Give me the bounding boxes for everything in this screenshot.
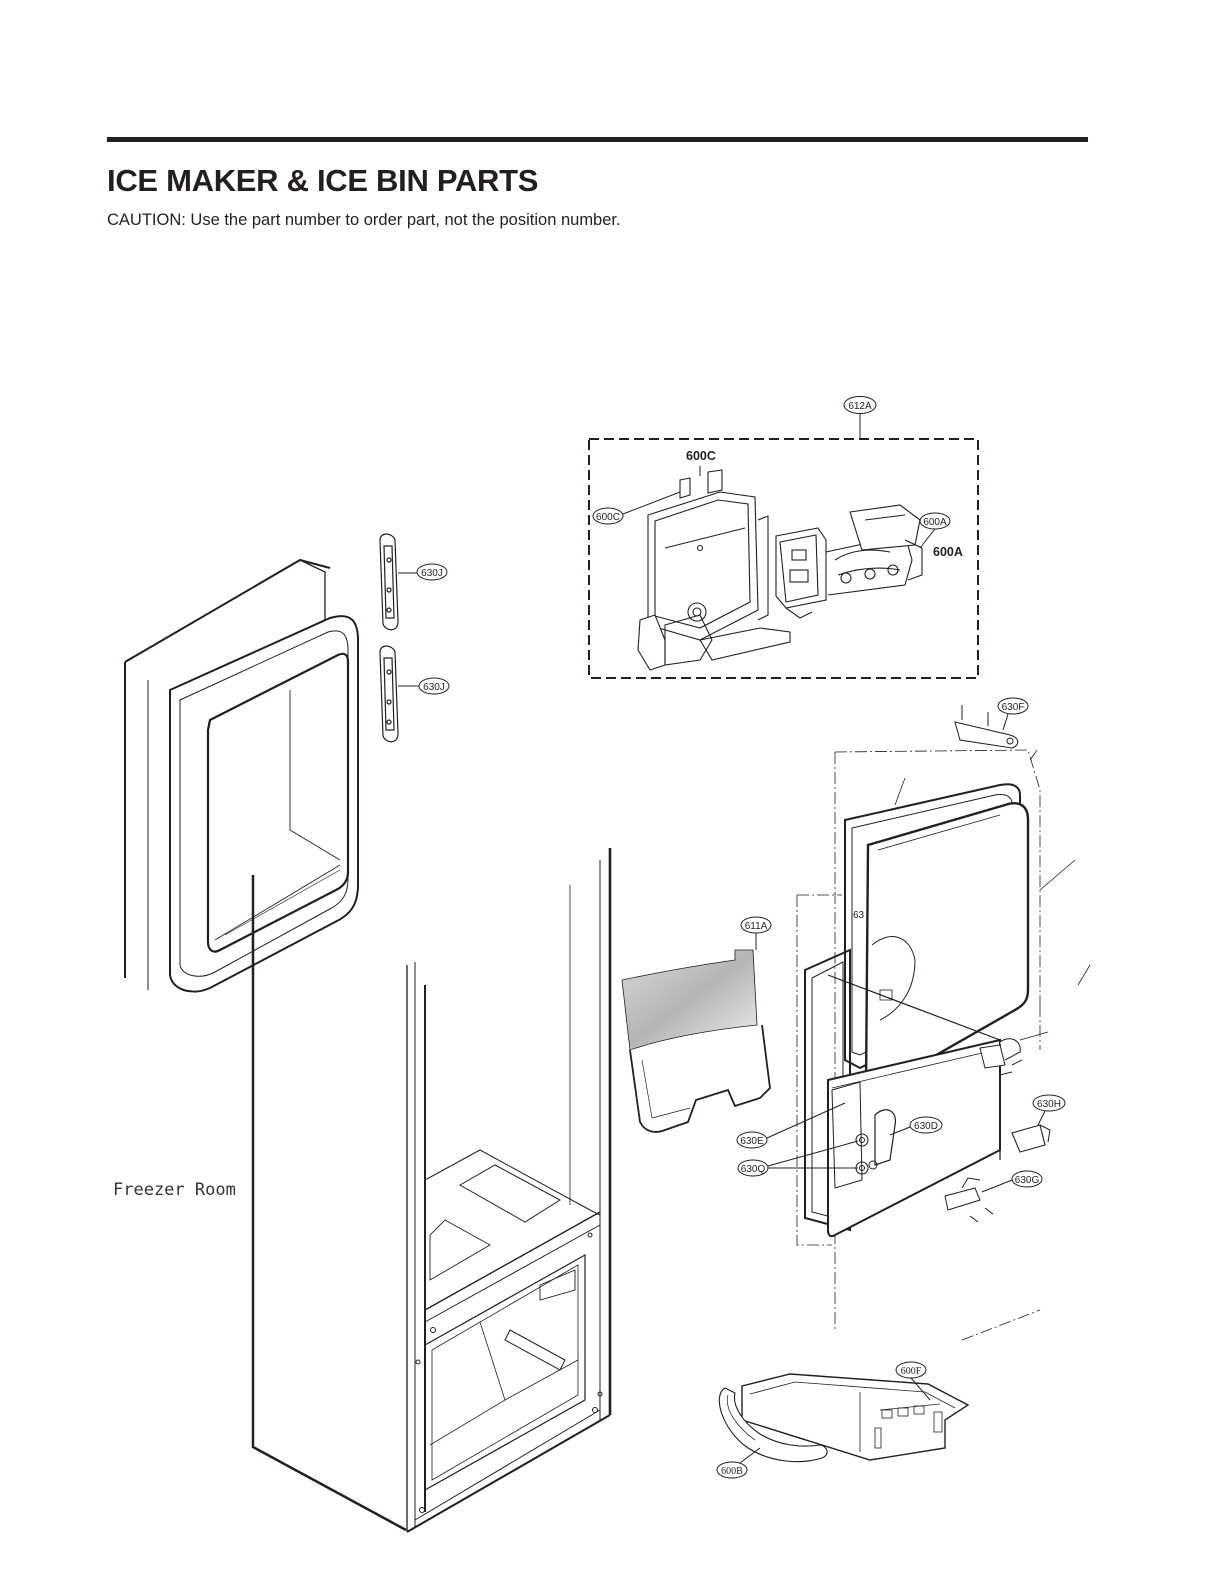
callout-600B: 600B xyxy=(716,1447,761,1479)
door-leader-line xyxy=(251,875,407,1532)
callout-630E: 630E xyxy=(736,1102,846,1149)
svg-text:630J: 630J xyxy=(421,568,443,579)
door-frame-drawing xyxy=(124,558,359,993)
svg-text:611A: 611A xyxy=(745,921,768,932)
svg-text:600A: 600A xyxy=(923,517,947,528)
callout-611A: 611A xyxy=(740,916,772,950)
svg-text:630J: 630J xyxy=(423,682,445,693)
callout-630J-top: 630J xyxy=(398,563,448,581)
dispenser-bar-bottom-drawing xyxy=(379,645,399,743)
top-rule xyxy=(107,137,1088,142)
callout-600A: 600A xyxy=(919,512,951,549)
label-600A-bold: 600A xyxy=(933,545,963,559)
ice-tray-drawing xyxy=(718,1373,970,1463)
ice-maker-assembly-box xyxy=(588,414,979,679)
ice-maker-unit-drawing xyxy=(775,504,923,619)
svg-text:600C: 600C xyxy=(596,512,620,523)
callout-630J-bottom: 630J xyxy=(398,677,450,695)
callout-600F: 600F xyxy=(895,1361,931,1401)
svg-text:600F: 600F xyxy=(901,1366,922,1377)
callout-630G: 630G xyxy=(981,1170,1043,1193)
callout-630D: 630D xyxy=(889,1116,943,1136)
svg-text:630D: 630D xyxy=(914,1121,938,1132)
callout-63-partial: 63 xyxy=(853,910,865,921)
ice-door-assembly-drawing xyxy=(796,705,1091,1341)
caution-text: CAUTION: Use the part number to order pa… xyxy=(107,211,621,229)
callout-630Q: 630Q xyxy=(737,1140,859,1177)
callout-630F: 630F xyxy=(997,697,1029,731)
svg-text:600B: 600B xyxy=(721,1466,743,1477)
page-title: ICE MAKER & ICE BIN PARTS xyxy=(107,163,539,198)
svg-text:630G: 630G xyxy=(1015,1175,1040,1186)
cabinet-drawing xyxy=(406,848,612,1533)
svg-text:612A: 612A xyxy=(848,401,872,412)
svg-text:630F: 630F xyxy=(1002,702,1025,713)
label-600C-bold: 600C xyxy=(686,449,716,463)
callout-630H: 630H xyxy=(1032,1094,1066,1126)
ice-bin-drawing xyxy=(621,949,771,1133)
callout-612A: 612A xyxy=(843,396,877,414)
freezer-room-label: Freezer Room xyxy=(113,1180,236,1200)
callout-600C: 600C xyxy=(592,491,681,525)
svg-text:630E: 630E xyxy=(740,1136,764,1147)
svg-text:630Q: 630Q xyxy=(741,1164,766,1175)
dispenser-bar-top-drawing xyxy=(379,533,399,631)
svg-text:630H: 630H xyxy=(1037,1099,1061,1110)
ice-maker-bracket-drawing xyxy=(637,469,791,671)
